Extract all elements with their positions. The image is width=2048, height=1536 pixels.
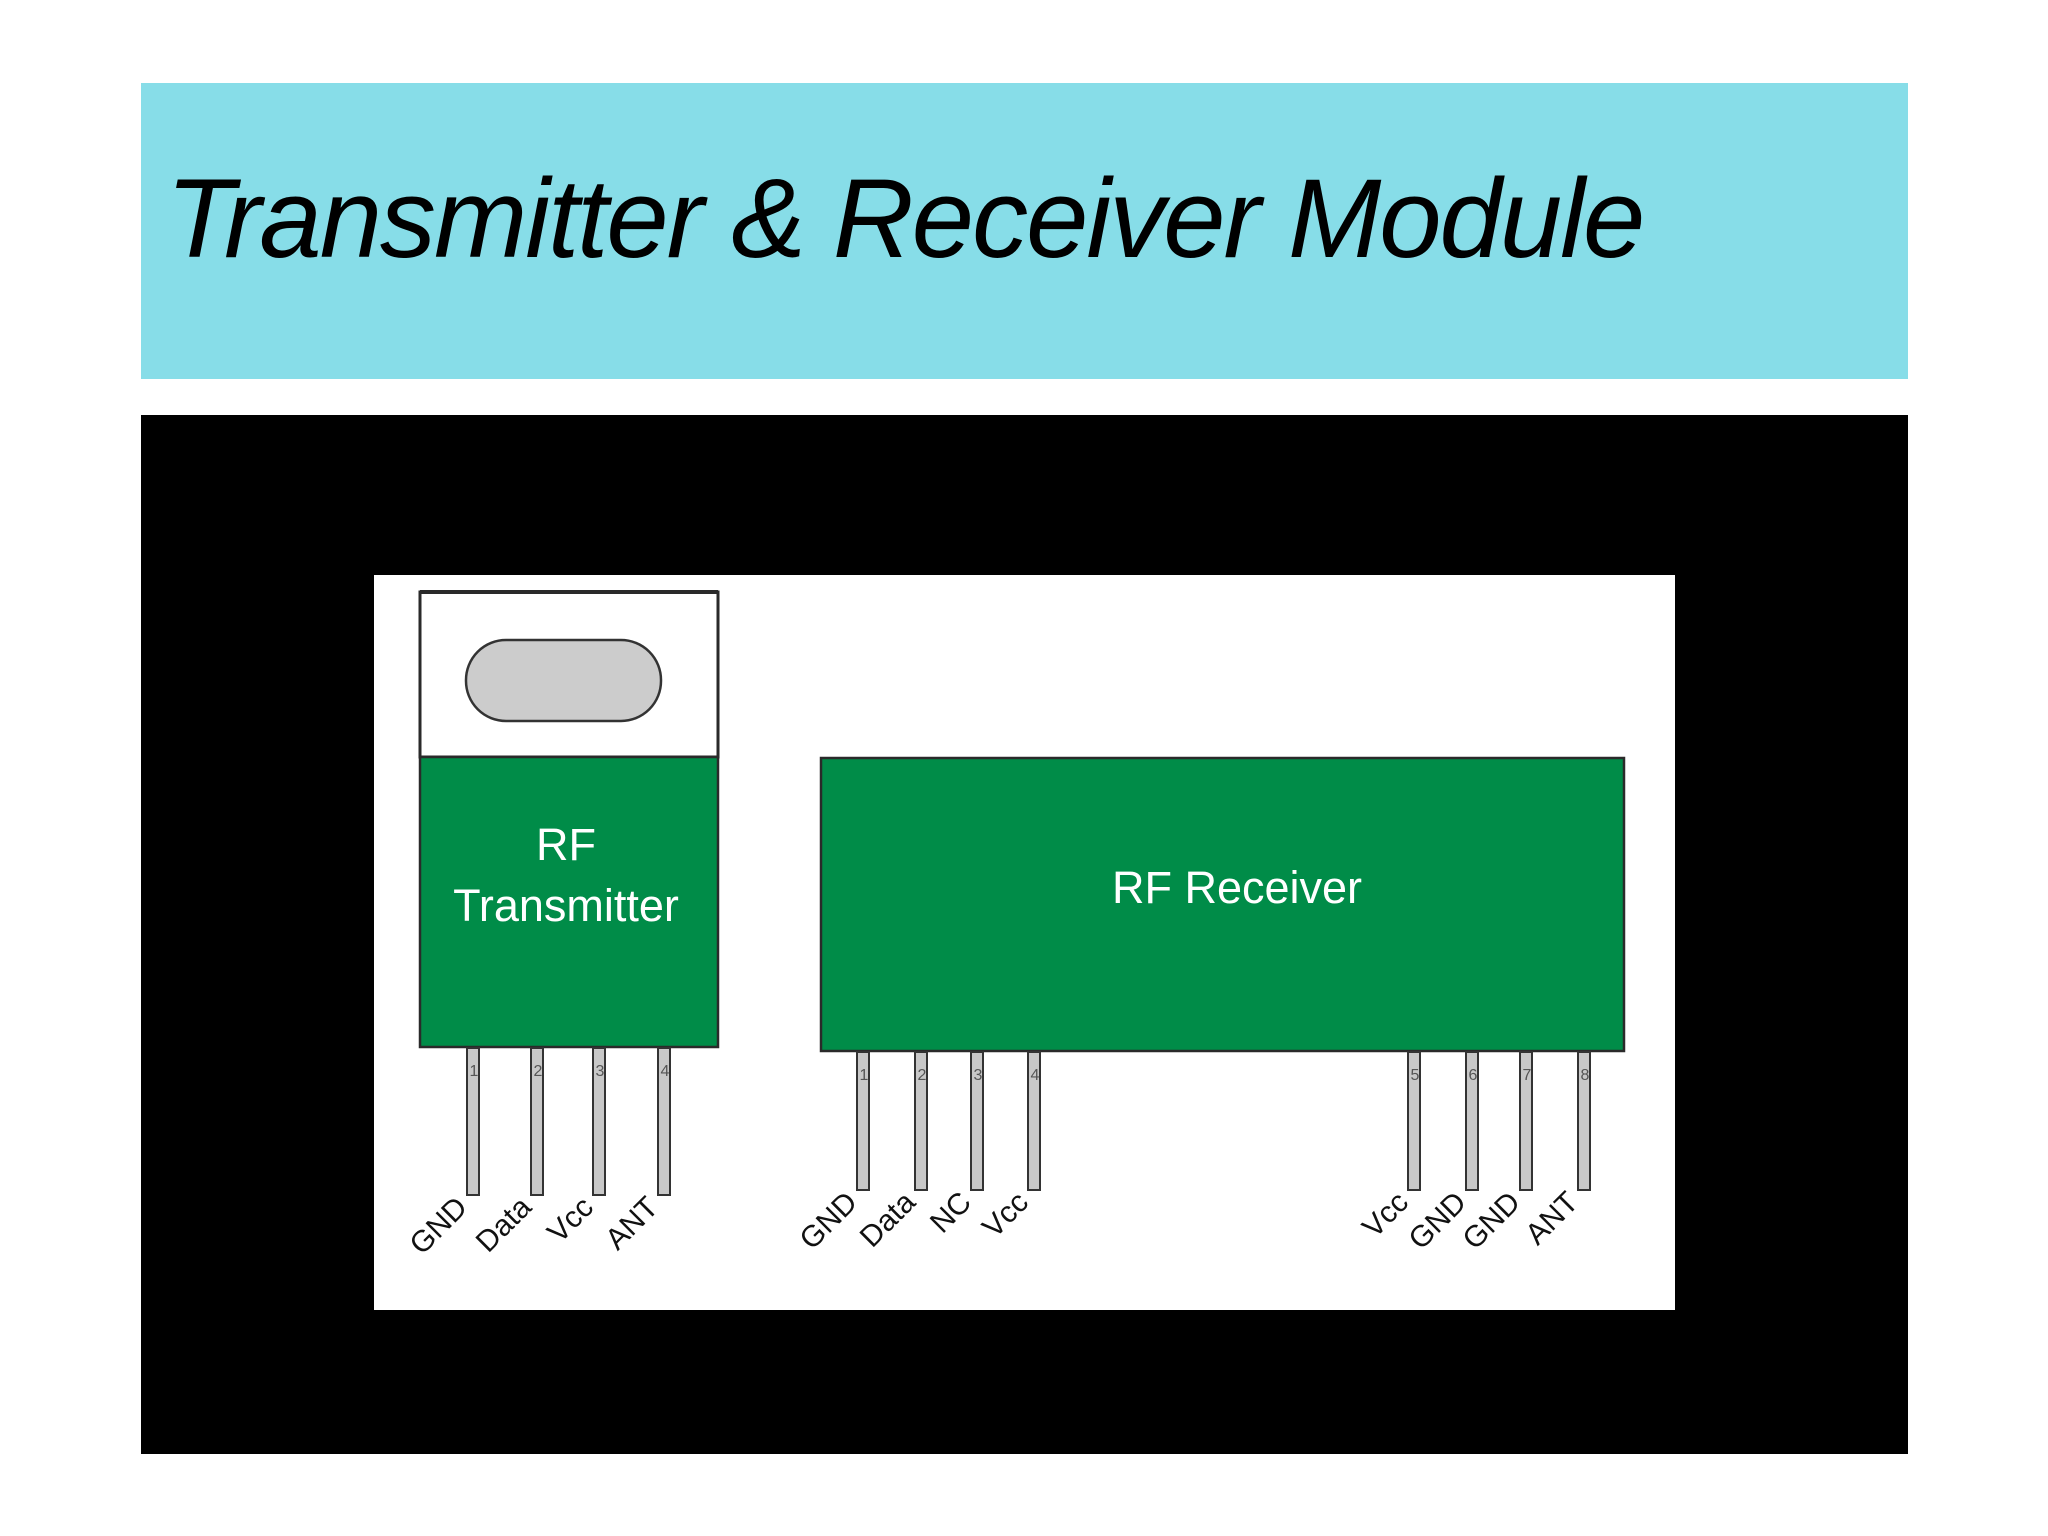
receiver-pin-lead — [1577, 1051, 1591, 1191]
transmitter-tab-top-edge — [420, 590, 718, 594]
receiver-pin-number: 2 — [918, 1067, 927, 1084]
receiver-pin-lead — [1027, 1051, 1041, 1191]
slide-title: Transmitter & Receiver Module — [166, 156, 1645, 281]
transmitter-pin-number: 3 — [596, 1063, 605, 1080]
transmitter-label-line1: RF — [536, 819, 596, 870]
receiver-pin-lead — [1519, 1051, 1533, 1191]
receiver-pin-number: 3 — [974, 1067, 983, 1084]
transmitter-label-line2: Transmitter — [453, 880, 679, 931]
rf-receiver-module: RF Receiver — [819, 756, 1626, 1053]
receiver-pin-number: 6 — [1469, 1067, 1478, 1084]
transmitter-pin-number: 4 — [661, 1063, 670, 1080]
rf-transmitter-module: RF Transmitter — [418, 590, 720, 1049]
transmitter-pin-lead — [466, 1047, 480, 1196]
receiver-label: RF Receiver — [1112, 862, 1362, 913]
transmitter-pin-lead — [530, 1047, 544, 1196]
transmitter-pin-lead — [657, 1047, 671, 1196]
transmitter-pin-number: 1 — [470, 1063, 479, 1080]
receiver-pin-number: 5 — [1411, 1067, 1420, 1084]
receiver-pin-number: 7 — [1523, 1067, 1532, 1084]
crystal-oscillator — [464, 638, 663, 723]
receiver-pin-lead — [970, 1051, 984, 1191]
receiver-pin-number: 4 — [1031, 1067, 1040, 1084]
transmitter-pin-lead — [592, 1047, 606, 1196]
receiver-pin-lead — [914, 1051, 928, 1191]
receiver-pin-lead — [1407, 1051, 1421, 1191]
receiver-pin-number: 1 — [860, 1067, 869, 1084]
receiver-pin-lead — [856, 1051, 870, 1191]
receiver-body — [819, 756, 1626, 1053]
transmitter-pin-number: 2 — [534, 1063, 543, 1080]
receiver-pin-number: 8 — [1581, 1067, 1590, 1084]
title-banner: Transmitter & Receiver Module — [141, 83, 1908, 379]
receiver-pin-lead — [1465, 1051, 1479, 1191]
transmitter-body — [418, 755, 720, 1049]
